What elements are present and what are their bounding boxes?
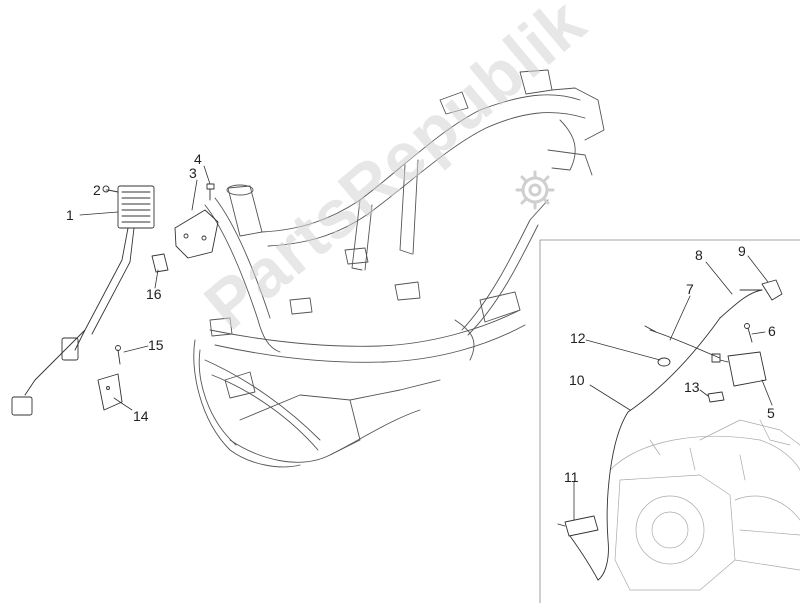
callout-2: 2 (93, 182, 101, 198)
voltage-regulator (11, 185, 155, 416)
callout-4: 4 (194, 151, 202, 167)
callout-11: 11 (564, 469, 579, 485)
callout-3: 3 (189, 165, 197, 181)
plug-cap-part-9 (739, 279, 783, 301)
scooter-frame (193, 69, 605, 468)
inset-border (539, 239, 800, 604)
callout-14: 14 (133, 408, 149, 424)
callout-7: 7 (686, 281, 694, 297)
screw-part-6 (744, 323, 753, 343)
callout-10: 10 (569, 372, 585, 388)
clip-part-16 (151, 253, 169, 273)
clip-part-13 (707, 391, 725, 403)
engine-outline (609, 419, 800, 591)
callout-8: 8 (695, 247, 703, 263)
screw-part-2 (102, 185, 119, 193)
callout-6: 6 (768, 323, 776, 339)
leader-lines (79, 165, 773, 521)
callout-13: 13 (684, 379, 700, 395)
callout-12: 12 (570, 330, 586, 346)
gear-icon (515, 170, 555, 210)
callout-15: 15 (148, 337, 164, 353)
sensor-part-11 (557, 515, 599, 581)
bracket-part-14 (97, 373, 123, 411)
callout-16: 16 (146, 286, 162, 302)
screw-part-4 (206, 183, 215, 201)
ignition-coil-part-5 (711, 351, 767, 387)
ht-lead-part-7-8 (644, 289, 763, 359)
callout-9: 9 (738, 243, 746, 259)
bracket-part-3 (174, 209, 219, 259)
screw-part-15 (115, 345, 121, 365)
cap-part-12 (657, 357, 671, 367)
cable-part-10 (597, 317, 721, 581)
callout-5: 5 (767, 405, 775, 421)
callout-1: 1 (66, 207, 74, 223)
